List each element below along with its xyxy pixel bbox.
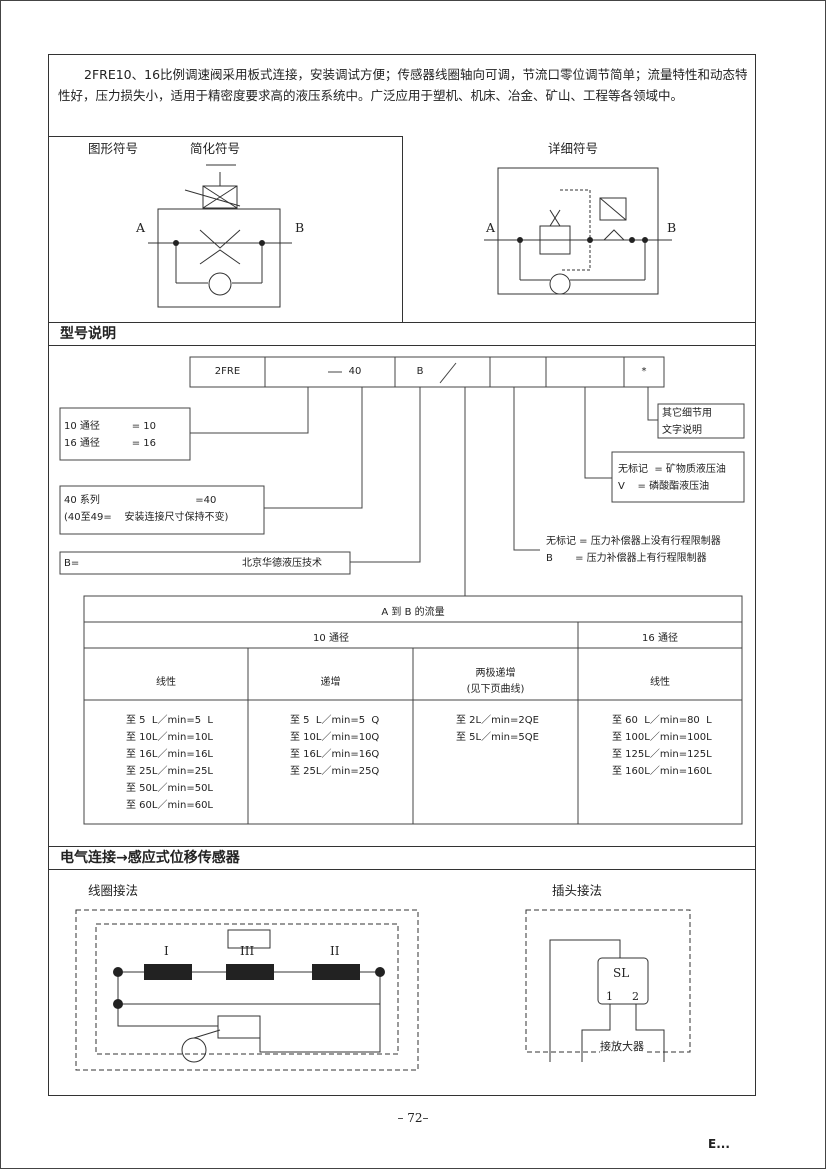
flow-col-progressive: 至 5 L／min=5 Q 至 10L／min=10Q 至 16L／min=16…	[290, 712, 379, 780]
flow-item: 至 125L／min=125L	[612, 749, 712, 760]
flow-item: 至 25L／min=25Q	[290, 766, 380, 777]
code-cell-series: 40	[348, 366, 362, 377]
port-b-label-simplified: B	[295, 220, 305, 235]
port-a-label-simplified: A	[136, 220, 146, 235]
header-linear-10: 线性	[156, 677, 176, 688]
intro-paragraph: 2FRE10、16比例调速阀采用板式连接，安装调试方便；传感器线圈轴向可调，节流…	[58, 67, 748, 103]
content-frame	[48, 54, 756, 1096]
compensator-option-none: 无标记 = 压力补偿器上没有行程限制器	[546, 536, 721, 547]
flow-item: 至 10L／min=10L	[126, 732, 214, 743]
brand-value: 北京华德液压技术	[242, 558, 322, 569]
footer-mark: E...	[708, 1137, 730, 1151]
compensator-options: 无标记 = 压力补偿器上没有行程限制器 B = 压力补偿器上有行程限制器	[546, 533, 721, 567]
page-number: – 72–	[397, 1111, 429, 1125]
graphic-symbol-label: 图形符号	[88, 141, 139, 156]
coil-wiring-label: 线圈接法	[88, 883, 139, 898]
flow-item: 至 60L／min=60L	[126, 800, 214, 811]
flow-item: 至 25L／min=25L	[126, 766, 214, 777]
header-curve-note: (见下页曲线)	[466, 684, 525, 695]
flow-item: 至 160L／min=160L	[612, 766, 712, 777]
flow-item: 至 5 L／min=5 L	[126, 715, 213, 726]
oil-option-mineral: 无标记 = 矿物质液压油	[618, 464, 726, 475]
coil-label-2: II	[330, 944, 340, 958]
flow-item: 至 10L／min=10Q	[290, 732, 380, 743]
code-cell-1: 2FRE	[214, 366, 241, 377]
port-a-label-detailed: A	[486, 220, 496, 235]
other-line-2: 文字说明	[662, 425, 702, 436]
model-section-title: 型号说明	[48, 322, 756, 346]
oil-options: 无标记 = 矿物质液压油 V = 磷酸酯液压油	[618, 461, 726, 495]
flow-item: 至 5 L／min=5 Q	[290, 715, 380, 726]
plug-wiring-label: 插头接法	[552, 883, 603, 898]
flow-item: 至 2L／min=2QE	[456, 715, 539, 726]
oil-option-phosphate: V = 磷酸酯液压油	[618, 481, 710, 492]
flow-item: 至 5L／min=5QE	[456, 732, 539, 743]
coil-label-1: I	[164, 944, 169, 958]
flow-item: 至 60 L／min=80 L	[612, 715, 712, 726]
flow-item: 至 100L／min=100L	[612, 732, 712, 743]
series-option-40: 40 系列 =40	[64, 495, 217, 506]
coil-label-3: III	[240, 944, 255, 958]
size-option-16: 16 通径 = 16	[64, 438, 156, 449]
flow-item: 至 16L／min=16L	[126, 749, 214, 760]
flow-item: 至 16L／min=16Q	[290, 749, 380, 760]
other-details-note: 其它细节用 文字说明	[662, 405, 712, 439]
simplified-symbol-label: 简化符号	[190, 141, 241, 156]
flow-col-linear-10: 至 5 L／min=5 L 至 10L／min=10L 至 16L／min=16…	[126, 712, 213, 814]
flow-col-dual-progressive: 至 2L／min=2QE 至 5L／min=5QE	[456, 712, 539, 746]
group-10-header: 10 通径	[313, 633, 349, 644]
other-line-1: 其它细节用	[662, 408, 712, 419]
pin-1-label: 1	[606, 990, 613, 1003]
group-16-header: 16 通径	[642, 633, 678, 644]
header-progressive: 递增	[320, 677, 341, 688]
header-dual-progressive: 两极递增	[475, 668, 516, 679]
series-options: 40 系列 =40 (40至49= 安装连接尺寸保持不变)	[64, 492, 228, 526]
amplifier-label: 接放大器	[600, 1038, 644, 1054]
port-b-label-detailed: B	[667, 220, 677, 235]
brand-key: B=	[64, 558, 80, 569]
detailed-symbol-label: 详细符号	[548, 141, 599, 156]
series-note: (40至49= 安装连接尺寸保持不变)	[64, 512, 229, 523]
flow-table-title: A 到 B 的流量	[381, 607, 445, 618]
code-cell-other: *	[641, 366, 647, 377]
flow-col-linear-16: 至 60 L／min=80 L 至 100L／min=100L 至 125L／m…	[612, 712, 712, 780]
size-option-10: 10 通径 = 10	[64, 421, 156, 432]
pin-2-label: 2	[632, 990, 639, 1003]
flow-item: 至 50L／min=50L	[126, 783, 214, 794]
compensator-option-b: B = 压力补偿器上有行程限制器	[546, 553, 707, 564]
electrical-section-title: 电气连接→感应式位移传感器	[48, 846, 756, 870]
plug-code: SL	[613, 966, 630, 980]
header-linear-16: 线性	[650, 677, 670, 688]
code-cell-brand: B	[416, 366, 424, 377]
symbol-panel-left	[48, 136, 403, 322]
size-options: 10 通径 = 10 16 通径 = 16	[64, 418, 156, 452]
